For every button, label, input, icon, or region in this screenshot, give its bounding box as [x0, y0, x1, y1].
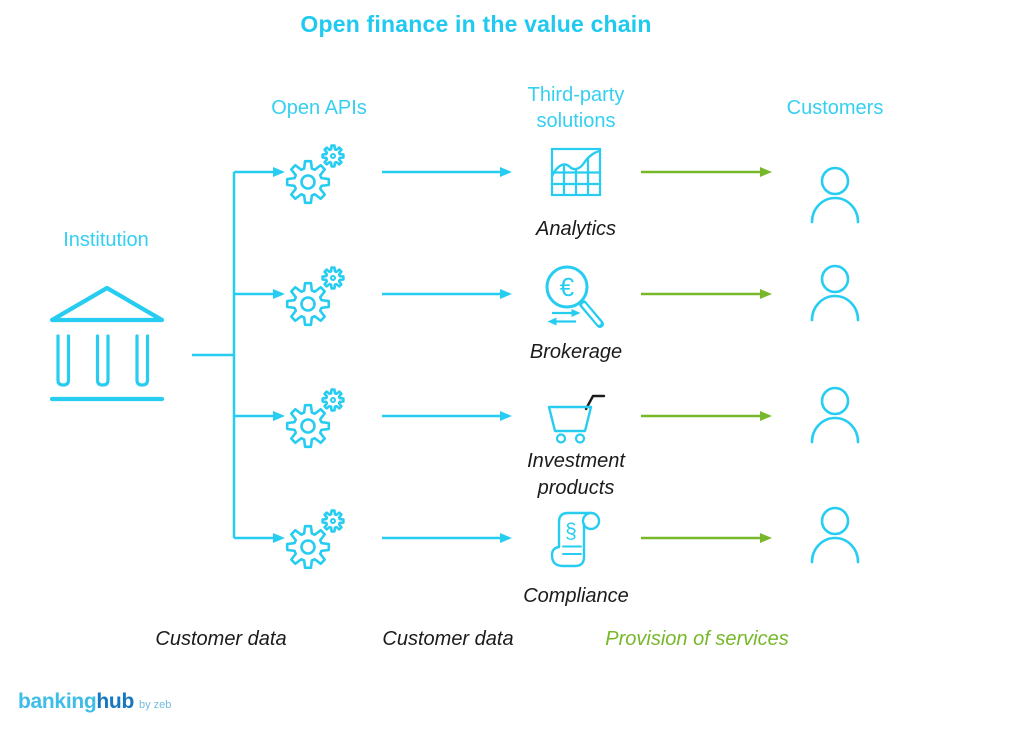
customer-data-arrows: [382, 167, 512, 543]
solution-label-investment-products: Investment products: [426, 448, 726, 502]
solution-label-brokerage: Brokerage: [529, 341, 623, 363]
api-gears-icon-row2: [287, 268, 343, 325]
bank-icon: [49, 285, 165, 402]
column-header-open-apis: Open APIs: [271, 97, 367, 119]
analytics-chart-icon: [550, 147, 602, 197]
investment-line1: Investment: [527, 450, 625, 472]
flow-label-customer-data-1: Customer data: [155, 628, 287, 650]
logo-hub: hub: [96, 690, 134, 713]
section-glyph: §: [565, 520, 577, 543]
investment-line2: products: [537, 477, 615, 499]
euro-glyph: €: [560, 272, 575, 302]
api-gears-icon-row1: [287, 146, 343, 203]
flow-label-provision-of-services: Provision of services: [605, 628, 789, 650]
third-party-line1: Third-party: [527, 84, 625, 106]
logo-banking: banking: [18, 690, 97, 713]
api-gears-icon-row4: [287, 511, 343, 568]
customer-person-icon-row4: [810, 506, 860, 564]
third-party-line2: solutions: [536, 110, 616, 132]
compliance-scroll-icon: §: [550, 511, 601, 568]
customer-person-icon-row2: [810, 264, 860, 322]
solution-label-compliance: Compliance: [523, 585, 629, 607]
provision-arrows: [641, 167, 772, 543]
customer-person-icon-row1: [810, 166, 860, 224]
institution-branch-lines: [192, 167, 285, 543]
solution-label-analytics: Analytics: [535, 218, 617, 240]
column-header-customers: Customers: [786, 97, 884, 119]
customer-person-icon-row3: [810, 386, 860, 444]
flow-label-customer-data-2: Customer data: [382, 628, 514, 650]
institution-label: Institution: [63, 229, 149, 251]
brokerage-magnifier-icon: €: [545, 265, 604, 328]
column-header-third-party: Third-party solutions: [476, 82, 676, 134]
page-title: Open finance in the value chain: [300, 11, 652, 37]
shopping-cart-icon: [547, 394, 606, 444]
api-gears-icon-row3: [287, 390, 343, 447]
logo-by-zeb: by zeb: [139, 699, 172, 711]
